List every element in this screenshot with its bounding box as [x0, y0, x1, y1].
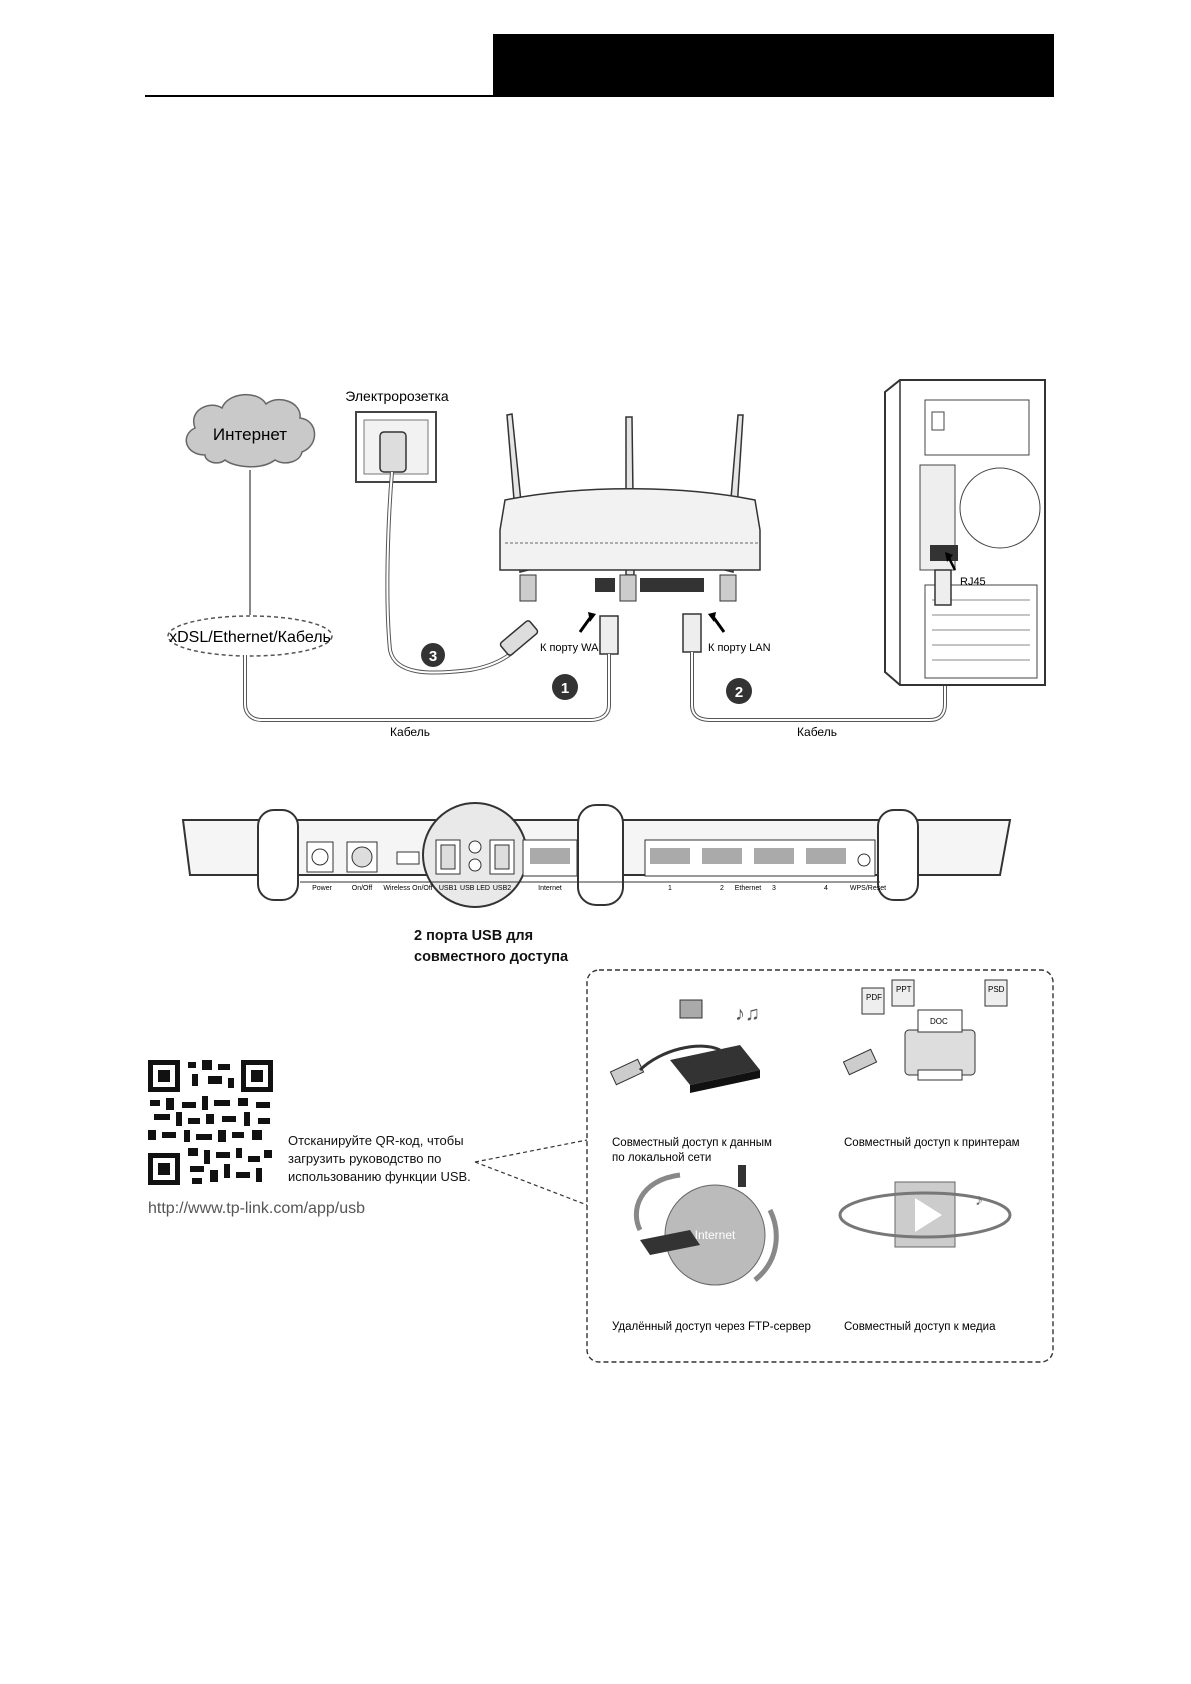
feature-1-label: Совместный доступ к данным [612, 1137, 772, 1149]
svg-text:1: 1 [561, 680, 569, 697]
svg-text:3: 3 [772, 885, 776, 892]
svg-text:DOC: DOC [930, 1017, 948, 1026]
svg-text:PSD: PSD [988, 985, 1005, 994]
svg-text:Wireless On/Off: Wireless On/Off [383, 885, 432, 892]
feature-ftp-illustration: Internet [633, 1165, 779, 1286]
svg-text:WPS/Reset: WPS/Reset [850, 885, 886, 892]
pc-tower [884, 379, 1046, 686]
cable-left-label: Кабель [390, 725, 430, 739]
wan-plug [599, 615, 619, 655]
svg-text:PDF: PDF [866, 993, 882, 1002]
svg-text:USB1: USB1 [439, 885, 457, 892]
internet-cloud: Интернет [185, 394, 316, 468]
feature-media-illustration: ♪ [838, 1181, 1012, 1248]
svg-text:Ethernet: Ethernet [735, 885, 762, 892]
usb-title-line1: 2 порта USB для [414, 928, 534, 944]
rj45-plug [934, 569, 952, 606]
svg-text:♪: ♪ [975, 1192, 983, 1209]
usb-title-line2: совместного доступа [414, 949, 569, 965]
header-bar [493, 34, 1054, 97]
svg-text:1: 1 [668, 885, 672, 892]
power-outlet: Электророзетка [345, 388, 449, 483]
svg-text:4: 4 [824, 885, 828, 892]
rj45-label: RJ45 [960, 576, 986, 588]
svg-text:Internet: Internet [538, 885, 562, 892]
svg-text:2: 2 [735, 684, 743, 701]
feature-printer-illustration: PDF PPT PSD DOC [842, 979, 1008, 1081]
lan-label: К порту LAN [708, 642, 771, 654]
svg-text:USB LED: USB LED [460, 885, 490, 892]
header-rule [145, 95, 1054, 97]
connection-diagram: Интернет xDSL/Ethernet/Кабель Электророз… [167, 379, 1046, 739]
feature-2-label: Совместный доступ к принтерам [844, 1137, 1020, 1149]
svg-text:2: 2 [720, 885, 724, 892]
router-back-panel: Power On/Off Wireless On/Off USB1 USB LE… [181, 802, 1012, 908]
usb-features-panel: ♪♫ PDF PPT PSD DOC Совместный доступ к д… [474, 969, 1054, 1363]
feature-4-label: Совместный доступ к медиа [844, 1321, 996, 1333]
usb-guide-url[interactable]: http://www.tp-link.com/app/usb [148, 1200, 365, 1217]
svg-text:♪♫: ♪♫ [735, 1003, 760, 1025]
step-2-badge [726, 678, 752, 704]
feature-1-label-2: по локальной сети [612, 1152, 711, 1164]
feature-data-sharing-illustration: ♪♫ [609, 999, 760, 1093]
svg-text:Internet: Internet [695, 1228, 736, 1242]
power-outlet-label: Электророзетка [345, 388, 449, 404]
connection-type-bubble: xDSL/Ethernet/Кабель [167, 615, 333, 657]
step-3-badge [421, 643, 445, 667]
power-plug [499, 620, 539, 656]
router [499, 413, 761, 602]
lan-plug [682, 613, 702, 653]
svg-text:3: 3 [429, 648, 437, 665]
power-cable [385, 471, 522, 675]
internet-cloud-label: Интернет [213, 425, 287, 444]
svg-text:Power: Power [312, 885, 333, 892]
feature-3-label: Удалённый доступ через FTP-сервер [612, 1321, 811, 1333]
wan-label: К порту WAN [540, 642, 606, 654]
svg-text:USB2: USB2 [493, 885, 511, 892]
step-1-badge [552, 674, 578, 700]
wan-arrow [578, 617, 592, 633]
cable-right-label: Кабель [797, 725, 837, 739]
qr-code [148, 1060, 273, 1185]
svg-text:PPT: PPT [896, 985, 912, 994]
qr-caption: Отсканируйте QR-код, чтобы загрузить рук… [288, 1133, 471, 1184]
lan-arrow [712, 617, 726, 633]
connection-type-label: xDSL/Ethernet/Кабель [169, 629, 331, 646]
svg-text:On/Off: On/Off [352, 885, 373, 892]
usb-ports-title: 2 порта USB для совместного доступа [414, 926, 568, 968]
